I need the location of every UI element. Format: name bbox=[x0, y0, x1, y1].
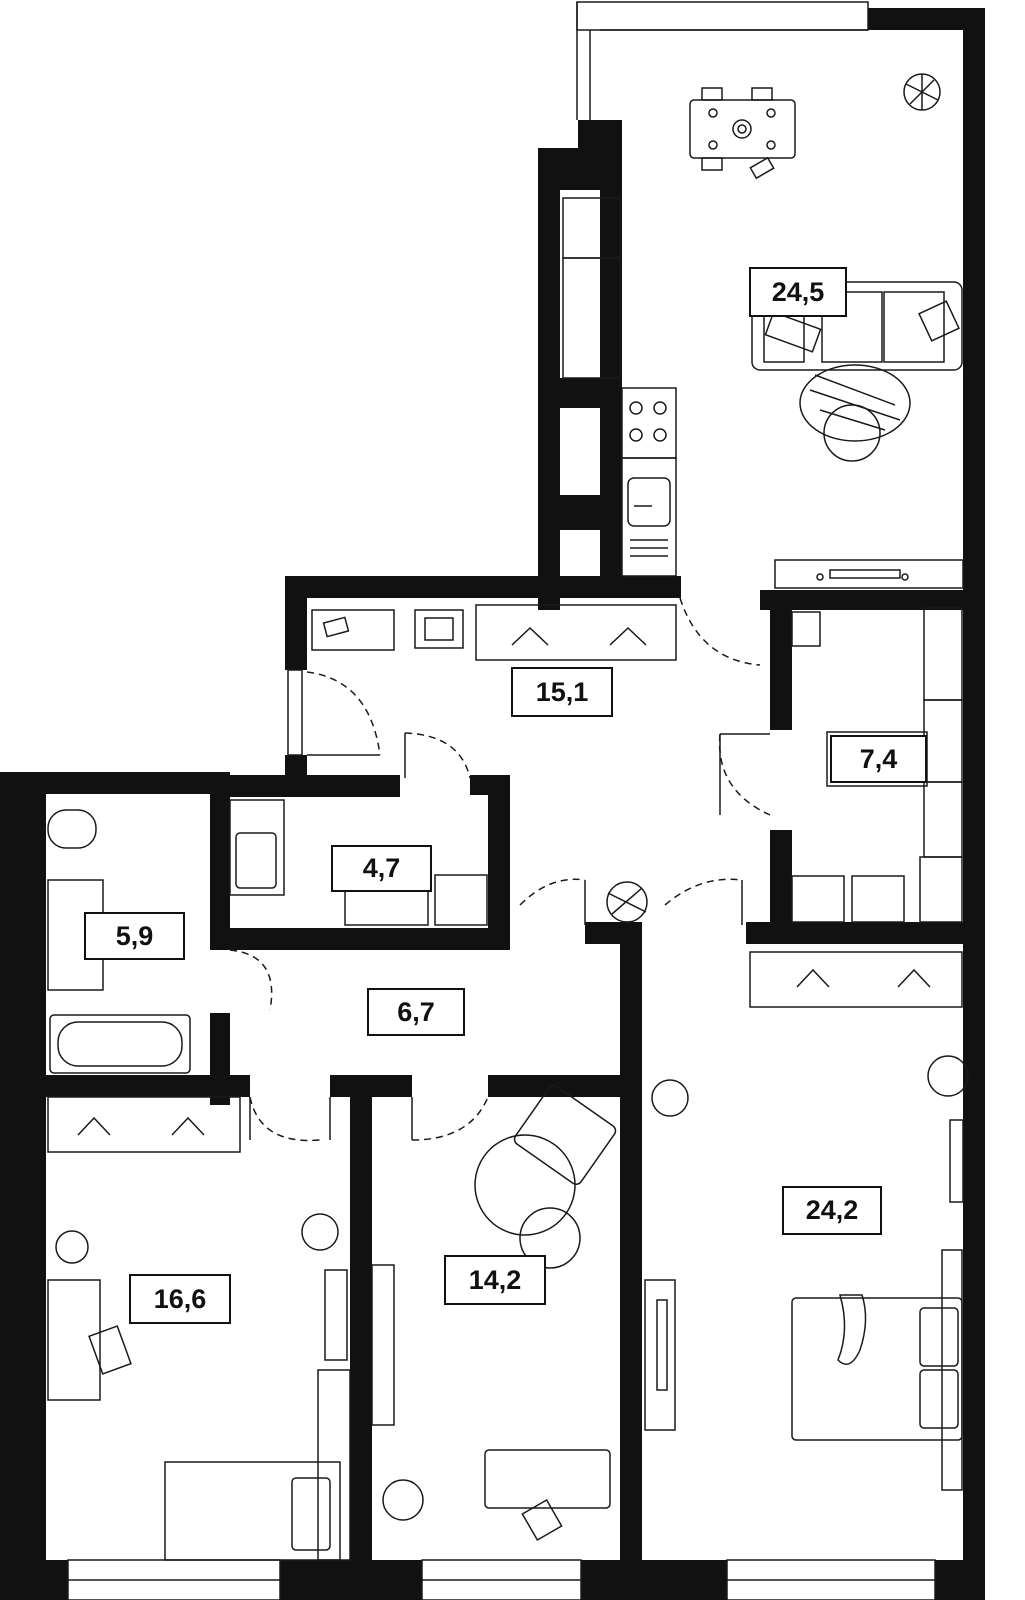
area-label-bedroom-master: 24,2 bbox=[782, 1186, 882, 1235]
area-label-bedroom-middle: 14,2 bbox=[444, 1255, 546, 1305]
dining-table bbox=[689, 87, 796, 180]
area-label-living-kitchen: 24,5 bbox=[749, 267, 847, 317]
area-label-bedroom-left: 16,6 bbox=[129, 1274, 231, 1324]
area-label-wardrobe: 7,4 bbox=[830, 735, 927, 783]
area-label-wc: 4,7 bbox=[331, 845, 432, 892]
walls bbox=[0, 8, 985, 1600]
area-label-bathroom: 5,9 bbox=[84, 912, 185, 960]
area-label-hallway: 15,1 bbox=[511, 667, 613, 717]
windows bbox=[67, 1, 936, 1600]
furniture bbox=[47, 73, 969, 1561]
area-label-corridor: 6,7 bbox=[367, 988, 465, 1036]
door-leaves bbox=[249, 733, 770, 1140]
doors bbox=[229, 597, 771, 1142]
plant-icon bbox=[903, 73, 941, 111]
